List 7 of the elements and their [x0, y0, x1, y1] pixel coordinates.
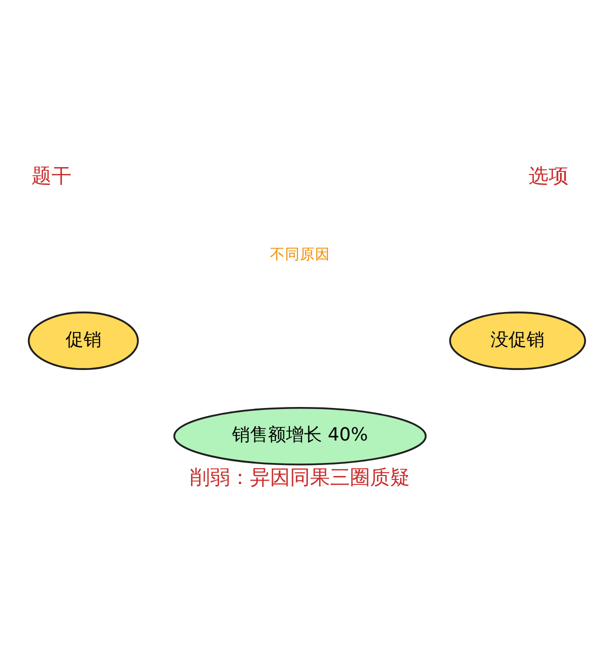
node-ellipse: 销售额增长 40%: [173, 406, 427, 465]
caption: 削弱：异因同果三圈质疑: [190, 464, 410, 488]
label: 选项: [528, 163, 568, 188]
node-ellipse: 促销: [28, 311, 139, 370]
node-ellipse: 没促销: [449, 311, 586, 370]
label: 题干: [32, 163, 72, 188]
label: 不同原因: [270, 246, 330, 262]
